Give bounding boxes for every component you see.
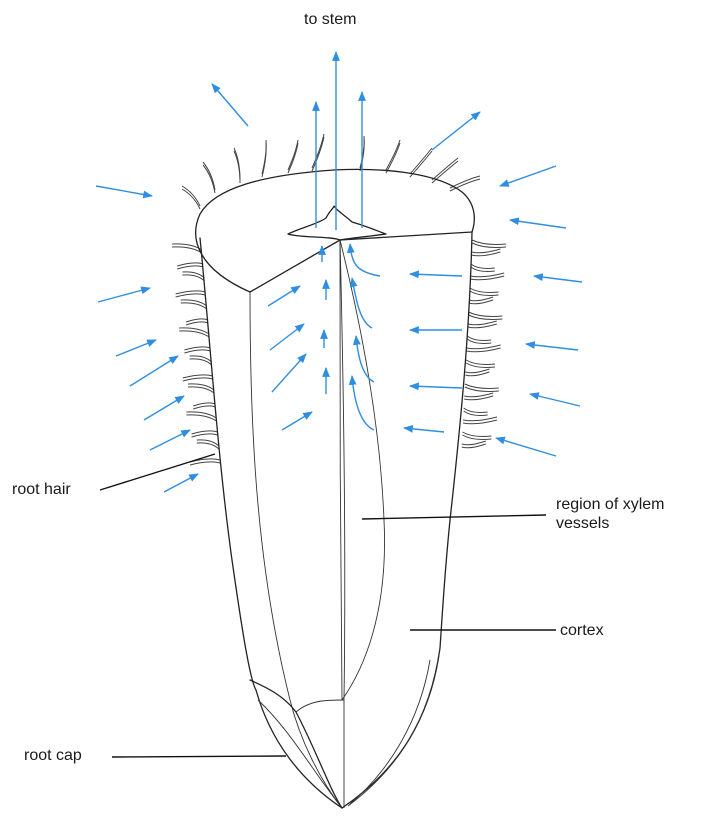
root-hair-label: root hair [12,480,71,499]
root-hair-strand [192,431,218,434]
root-hair-strand [184,350,210,353]
root-hair-strand [183,375,213,378]
root-hair-strand [177,263,203,266]
xylem-label-line1: region of xylem [556,495,665,514]
root-hair-strand [462,432,491,437]
root-hairs [172,134,506,465]
root-hair-strand [182,189,200,209]
root-hair-strand [288,140,298,170]
root-hair-strand [465,369,489,373]
water-flow-arrow [496,438,556,456]
root-left-edge [200,238,342,808]
root-hair-strand [470,273,504,277]
water-flow-arrow [116,340,156,356]
water-flow-arrow [352,376,374,430]
water-flow-arrow [130,356,178,386]
root-hair-strand [472,243,506,248]
root-hair-strand [471,267,495,272]
water-flow-arrow [272,354,306,392]
root-hair-strand [464,408,488,413]
cross-section-top [196,169,475,292]
root-cap-label: root cap [24,746,82,765]
cut-face-top-edge [250,232,472,292]
root-hair-strand [463,417,497,421]
cortex-label: cortex [560,621,604,640]
root-hair-strand [176,291,206,294]
water-flow-arrow [356,336,374,382]
water-flow-arrow [96,186,152,196]
xylem-label-line2: vessels [556,514,665,533]
root-hair-strand [466,360,495,365]
water-flow-arrow [268,286,300,306]
root-hair-strand [468,315,502,320]
root-right-edge [342,232,472,808]
water-flow-arrow [410,386,462,388]
root-hair-strand [462,435,491,440]
water-flow-arrow [530,394,580,406]
root-hair-strand [472,240,506,245]
leader-root-hair [100,454,215,490]
water-flow-arrow [144,396,184,420]
root-hair-strand [464,393,493,397]
root-hair-strand [176,294,206,297]
water-flow-arrows [96,52,582,492]
root-hair-strand [186,322,208,325]
water-flow-arrow [410,274,462,276]
leader-lines [100,454,556,757]
water-flow-arrow [98,288,150,302]
root-hair-strand [465,387,499,392]
water-flow-arrow [526,344,578,350]
root-hair-strand [465,384,499,389]
root-hair-strand [470,291,499,296]
root-hair-strand [471,249,500,253]
root-hair-strand [470,288,499,293]
leader-root-cap [112,756,286,757]
root-hair-strand [450,176,480,188]
root-hair-strand [186,319,208,322]
root-hair-strand [183,378,213,381]
water-flow-arrow [350,244,380,276]
to-stem-label: to stem [304,10,356,29]
root-hair-strand [192,434,218,437]
root-hair-strand [203,165,215,193]
water-flow-arrow [212,84,248,126]
root-hair-strand [471,264,495,269]
root-hair-strand [193,403,215,406]
root-body [196,169,475,808]
root-hair-strand [468,321,497,325]
water-flow-arrow [510,220,566,228]
water-flow-arrow [534,276,582,282]
root-hair-strand [386,143,400,173]
leader-xylem [362,515,546,519]
water-flow-arrow [432,112,480,150]
root-hair-strand [468,312,502,317]
root-hair-strand [432,158,458,180]
water-flow-arrow [164,474,198,492]
root-hair-strand [190,462,220,465]
root-hair-strand [469,297,493,301]
root-hair-strand [410,151,432,177]
root-hair-strand [467,345,501,349]
root-hair-strand [386,140,400,170]
root-hair-strand [466,363,495,368]
water-flow-arrow [500,166,556,186]
root-hair-strand [184,347,210,350]
root-hair-strand [177,266,203,269]
root-hair-strand [312,134,324,168]
root-hair-strand [410,148,432,174]
root-hair-strand [467,339,491,344]
water-flow-arrow [282,412,312,430]
root-hair-strand [467,336,491,341]
water-flow-arrow [404,428,444,432]
root-hair-strand [462,441,486,445]
water-flow-arrow [270,324,304,350]
water-flow-arrow [150,430,190,450]
root-hair-strand [464,411,488,416]
xylem-star [288,206,386,240]
root-hair-strand [193,406,215,409]
xylem-label: region of xylem vessels [556,495,665,533]
